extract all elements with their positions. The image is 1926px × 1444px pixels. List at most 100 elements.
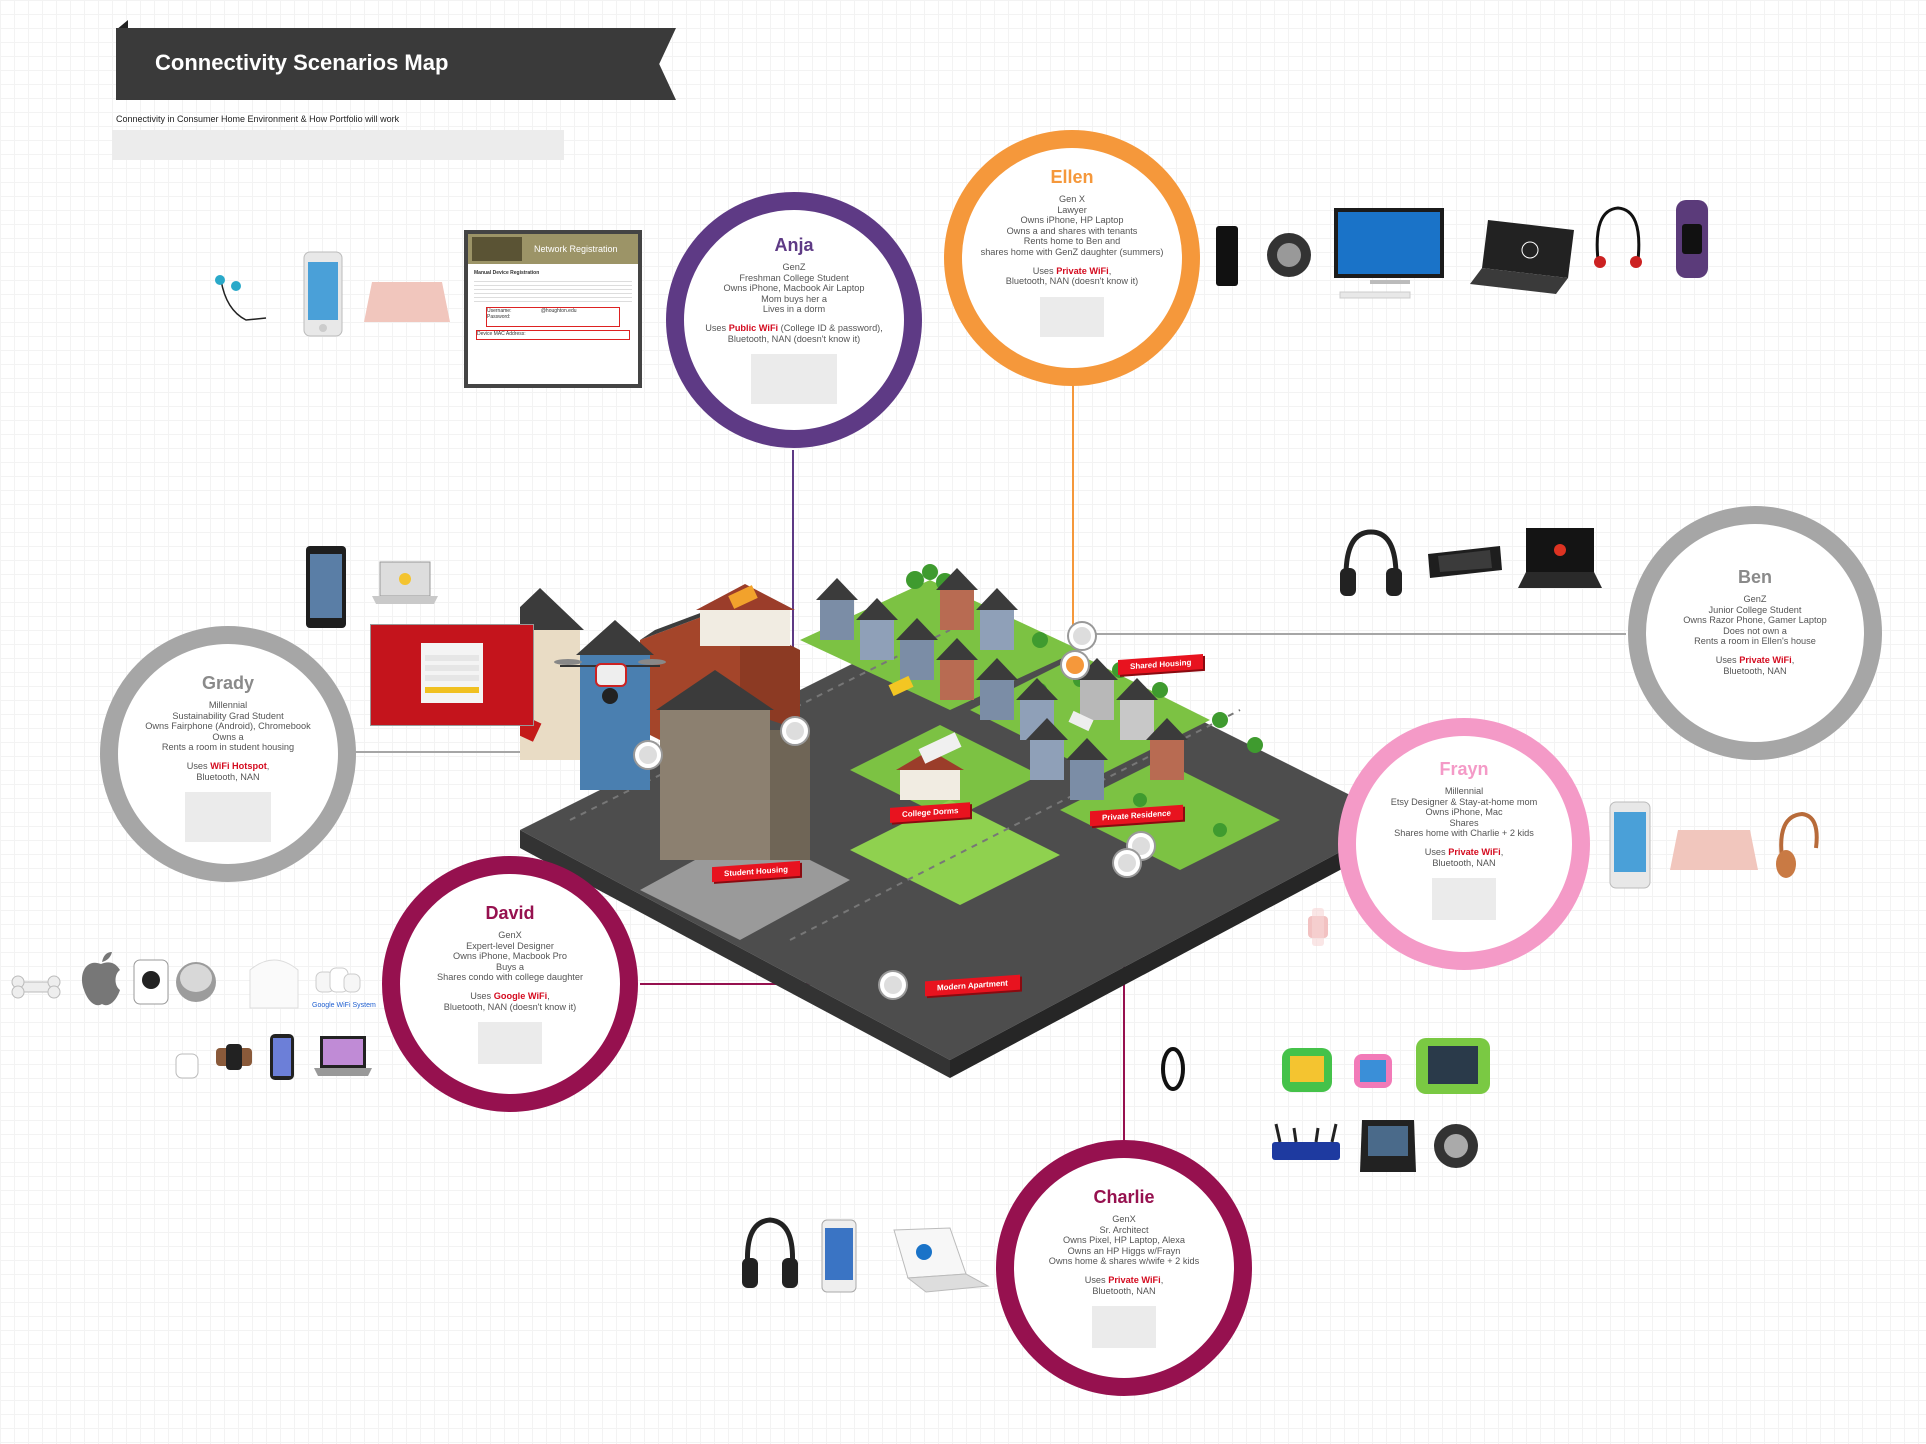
redacted-block (112, 130, 564, 160)
persona-extra: Bluetooth, NAN (196, 771, 260, 782)
persona-anja-content: Anja GenZ Freshman College Student Owns … (684, 234, 904, 405)
apple-watch-icon (216, 1044, 252, 1070)
persona-extra: Bluetooth, NAN (doesn't know it) (1005, 276, 1139, 287)
security-camera-icon (133, 959, 169, 1005)
fitness-tracker-icon (1676, 200, 1708, 278)
registration-body: Manual Device Registration Username: @ho… (468, 264, 638, 349)
persona-line: Rents a room in Ellen's house (1694, 636, 1816, 647)
pin-shared-housing-ben[interactable] (1062, 652, 1088, 678)
isometric-city (520, 564, 1400, 1078)
persona-line: Does not own a (1723, 625, 1787, 636)
persona-name: David (485, 903, 535, 923)
hotspot-login-screenshot (370, 624, 534, 726)
persona-ben[interactable]: Ben GenZ Junior College Student Owns Raz… (1628, 506, 1882, 760)
persona-line: Shares (1449, 817, 1479, 828)
apple-logo-icon (81, 952, 120, 1006)
network-type: Public WiFi (728, 322, 779, 333)
persona-line: GenX (1112, 1214, 1136, 1224)
google-wifi-point-icon (249, 959, 299, 1009)
college-logo (472, 237, 522, 261)
headphones-icon (1340, 529, 1402, 596)
pin-student-housing[interactable] (635, 742, 661, 768)
persona-uses: Uses WiFi Hotspot, (186, 760, 270, 771)
persona-photo-placeholder (478, 1022, 542, 1065)
pin-shared-housing-ellen[interactable] (1069, 623, 1095, 649)
headphones-sport-icon (1594, 206, 1642, 268)
modern-apartment-building (656, 670, 810, 860)
dog-bone-device-icon (11, 975, 61, 999)
roomba-icon (1267, 233, 1311, 277)
registration-heading: Manual Device Registration (474, 270, 540, 276)
earbuds-icon (215, 275, 267, 321)
password-label: Password: (487, 314, 511, 320)
persona-name: Frayn (1439, 759, 1489, 779)
persona-line: shares home with GenZ daughter (summers) (980, 246, 1164, 257)
network-type: Private WiFi (1739, 654, 1792, 665)
macbook-air-icon (364, 282, 450, 322)
persona-line: Owns iPhone, HP Laptop (1020, 215, 1124, 226)
persona-charlie-content: Charlie GenX Sr. Architect Owns Pixel, H… (1014, 1186, 1234, 1349)
persona-photo-placeholder (185, 792, 271, 843)
persona-uses: Uses Public WiFi (College ID & password)… (705, 322, 883, 333)
title-banner (116, 28, 676, 100)
username-label: Username: (487, 308, 512, 314)
persona-anja[interactable]: Anja GenZ Freshman College Student Owns … (666, 192, 922, 448)
kids-smartwatch-pink-icon (1354, 1054, 1392, 1088)
persona-line: Shares home with Charlie + 2 kids (1394, 828, 1534, 839)
username-domain: @houghton.edu (540, 308, 577, 314)
network-registration-screenshot: Network Registration Manual Device Regis… (464, 230, 642, 388)
persona-line: Expert-level Designer (466, 940, 554, 951)
persona-name: Ellen (1050, 167, 1094, 187)
hp-laptop-icon (1470, 220, 1574, 294)
persona-ellen[interactable]: Ellen Gen X Lawyer Owns iPhone, HP Lapto… (944, 130, 1200, 386)
city-base-right-edge (950, 820, 1400, 1078)
iphone-x-icon (270, 1034, 294, 1080)
page-title: Connectivity Scenarios Map (155, 50, 449, 75)
hp-pavilion-laptop-icon (893, 1227, 990, 1293)
persona-extra: Bluetooth, NAN (doesn't know it) (443, 1001, 577, 1012)
persona-david[interactable]: David GenX Expert-level Designer Owns iP… (382, 856, 638, 1112)
persona-uses: Uses Private WiFi, (1032, 265, 1112, 276)
pin-modern-apartment[interactable] (880, 972, 906, 998)
persona-grady[interactable]: Grady Millennial Sustainability Grad Stu… (100, 626, 356, 882)
persona-line: Owns iPhone, Macbook Pro (453, 951, 567, 962)
network-type: Private WiFi (1108, 1274, 1161, 1285)
persona-ellen-content: Ellen Gen X Lawyer Owns iPhone, HP Lapto… (962, 166, 1182, 337)
persona-line: GenX (498, 930, 522, 940)
persona-ben-content: Ben GenZ Junior College Student Owns Raz… (1646, 566, 1864, 676)
registration-header: Network Registration (468, 234, 638, 264)
google-wifi-system-icon (315, 967, 361, 993)
network-type: Google WiFi (493, 990, 548, 1001)
mac-label: Device MAC Address: (477, 331, 526, 337)
chromebook-icon (372, 561, 438, 604)
persona-charlie[interactable]: Charlie GenX Sr. Architect Owns Pixel, H… (996, 1140, 1252, 1396)
login-panel (421, 643, 483, 703)
persona-name: Grady (201, 673, 255, 693)
pin-private-residence-charlie[interactable] (1114, 850, 1140, 876)
persona-line: Mom buys her a (761, 293, 827, 304)
persona-line: Owns home & shares w/wife + 2 kids (1048, 1256, 1200, 1267)
persona-name: Anja (774, 235, 814, 255)
persona-line: GenZ (782, 262, 806, 272)
persona-line: Sr. Architect (1099, 1224, 1149, 1235)
pin-private-residence-frayn[interactable] (1128, 833, 1154, 859)
persona-line: Junior College Student (1708, 604, 1802, 615)
persona-line: Shares condo with college daughter (436, 972, 584, 983)
car (728, 585, 758, 609)
desktop-pc-icon (1334, 208, 1444, 299)
echo-show-icon (1360, 1120, 1416, 1172)
persona-frayn[interactable]: Frayn Millennial Etsy Designer & Stay-at… (1338, 718, 1590, 970)
persona-line: Sustainability Grad Student (172, 710, 284, 721)
fitness-band-icon (1161, 1047, 1185, 1091)
network-type: Private WiFi (1056, 265, 1109, 276)
macbook-pro-icon (314, 1036, 372, 1076)
persona-extra: Bluetooth, NAN (doesn't know it) (727, 333, 861, 344)
row-houses (816, 568, 1188, 800)
roomba-icon (1434, 1124, 1478, 1168)
pin-college-dorms[interactable] (782, 718, 808, 744)
persona-extra: Bluetooth, NAN (1432, 857, 1496, 868)
park-block (850, 800, 1060, 905)
credentials-box: Username: @houghton.edu Password: (486, 307, 620, 327)
persona-line: Millennial (208, 700, 248, 710)
persona-line: Owns Fairphone (Android), Chromebook (145, 721, 311, 732)
